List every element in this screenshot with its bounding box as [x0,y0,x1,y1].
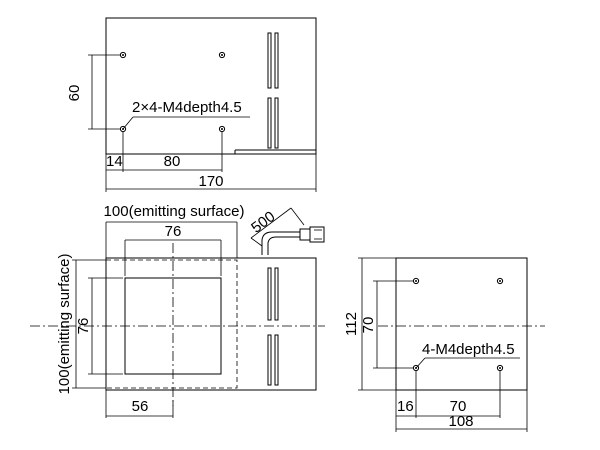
front-dim-emitting-width: 100(emitting surface) [104,203,245,220]
top-dim-80: 80 [164,153,181,170]
front-dim-76-height: 76 [75,318,92,335]
front-view: 500 100(emitting surface) 76 100(emittin… [30,203,325,418]
top-hole-callout: 2×4-M4depth4.5 [132,99,242,116]
top-view: 60 2×4-M4depth4.5 14 80 170 [66,17,317,192]
front-dim-76-width: 76 [165,223,182,240]
front-vent-slots [267,267,279,386]
front-view-body [105,257,317,391]
cable [261,226,325,255]
side-dim-108: 108 [448,413,473,430]
side-dim-112: 112 [343,312,360,336]
top-dim-60: 60 [66,85,83,102]
emitting-surface [105,259,238,389]
top-dim-14: 14 [106,153,123,170]
top-mounting-holes [119,51,226,133]
front-dim-56: 56 [132,398,149,415]
side-view: 112 70 4-M4depth4.5 16 70 108 [343,257,545,432]
top-dim-170: 170 [198,173,223,190]
side-hole-callout: 4-M4depth4.5 [422,341,515,358]
top-view-body [105,17,317,155]
side-dim-70-horizontal: 70 [450,398,467,415]
front-dim-emitting-height: 100(emitting surface) [56,254,73,395]
side-view-body [395,257,528,391]
top-vent-slots [267,32,279,149]
side-dim-70-vertical: 70 [360,317,377,334]
side-dim-16: 16 [397,398,414,415]
